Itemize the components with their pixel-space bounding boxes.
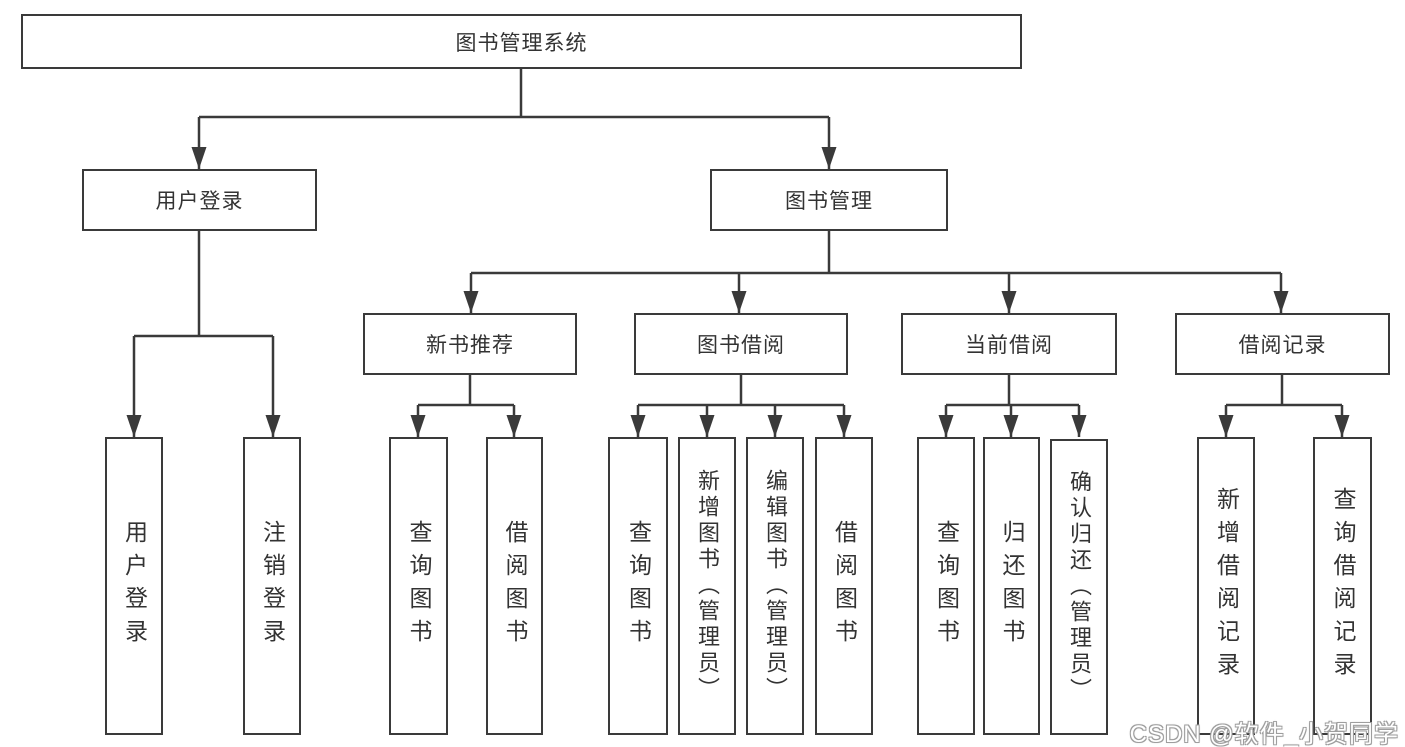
leaf-query-books-1-label: 查询图书 — [406, 520, 432, 652]
leaf-query-books-2: 查询图书 — [608, 437, 668, 735]
leaf-query-books-1: 查询图书 — [389, 437, 448, 735]
leaf-query-borrow-record: 查询借阅记录 — [1313, 437, 1372, 735]
leaf-edit-books-admin: 编辑图书（管理员） — [746, 437, 804, 735]
leaf-query-books-3-label: 查询图书 — [933, 520, 960, 652]
leaf-borrow-books-2-label: 借阅图书 — [831, 520, 858, 652]
node-borrowing-records: 借阅记录 — [1175, 313, 1390, 375]
node-root-library-system: 图书管理系统 — [21, 14, 1022, 69]
leaf-logout-label: 注销登录 — [259, 520, 286, 652]
node-book-management: 图书管理 — [710, 169, 948, 231]
node-user-login: 用户登录 — [82, 169, 317, 231]
leaf-add-borrow-record: 新增借阅记录 — [1197, 437, 1255, 735]
leaf-confirm-return-admin: 确认归还（管理员） — [1050, 439, 1108, 735]
leaf-confirm-return-admin-label: 确认归还（管理员） — [1067, 470, 1092, 704]
leaf-logout: 注销登录 — [243, 437, 301, 735]
leaf-user-login-label: 用户登录 — [121, 520, 148, 652]
leaf-user-login: 用户登录 — [105, 437, 163, 735]
leaf-return-books: 归还图书 — [983, 437, 1040, 735]
leaf-borrow-books-2: 借阅图书 — [815, 437, 873, 735]
leaf-query-books-3: 查询图书 — [917, 437, 975, 735]
leaf-add-books-admin-label: 新增图书（管理员） — [695, 469, 720, 703]
node-current-borrowing: 当前借阅 — [901, 313, 1117, 375]
leaf-edit-books-admin-label: 编辑图书（管理员） — [763, 469, 788, 703]
leaf-add-borrow-record-label: 新增借阅记录 — [1213, 487, 1240, 685]
leaf-add-books-admin: 新增图书（管理员） — [678, 437, 736, 735]
connector-trunks — [134, 69, 1342, 407]
leaf-borrow-books-1: 借阅图书 — [486, 437, 543, 735]
node-new-book-recommend: 新书推荐 — [363, 313, 577, 375]
leaf-query-borrow-record-label: 查询借阅记录 — [1330, 487, 1356, 685]
node-book-borrowing: 图书借阅 — [634, 313, 848, 375]
leaf-query-books-2-label: 查询图书 — [625, 520, 652, 652]
leaf-borrow-books-1-label: 借阅图书 — [502, 520, 528, 652]
leaf-return-books-label: 归还图书 — [999, 520, 1025, 652]
